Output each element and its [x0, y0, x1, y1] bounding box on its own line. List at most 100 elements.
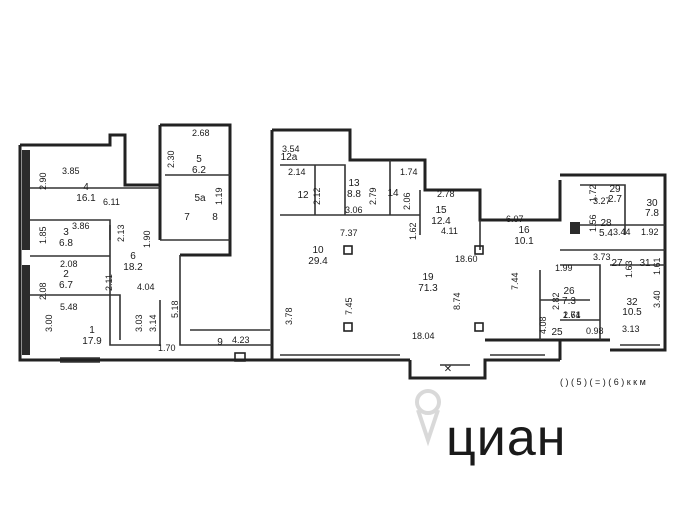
room-1-number: 1 [89, 325, 95, 336]
room-32-area: 10.5 [622, 307, 642, 318]
room-30-number: 30 [646, 198, 658, 209]
corner-note: ( ) ( 5 ) ( = ) ( 6 ) к к м [560, 377, 646, 387]
dimension-label: 6.07 [506, 214, 524, 224]
dimension-label: 3.73 [593, 252, 611, 262]
dimension-label: 3.44 [613, 227, 631, 237]
room-labels: 4 16.1 3 6.8 2 6.7 1 17.9 5 6.2 5a 6 18.… [59, 152, 659, 348]
dimension-label: 1.92 [641, 227, 659, 237]
room-29-number: 29 [609, 184, 621, 195]
stair-hatch [570, 222, 580, 234]
room-15-area: 12.4 [431, 216, 451, 227]
room-25-number: 25 [551, 327, 563, 338]
dimension-label: 2.12 [312, 187, 322, 205]
room-10-number: 10 [312, 245, 324, 256]
dimension-label: 2.68 [192, 128, 210, 138]
dimension-label: 3.85 [62, 166, 80, 176]
dimension-label: 18.60 [455, 254, 478, 264]
dimension-label: 1.70 [158, 343, 176, 353]
room-3-area: 6.8 [59, 238, 73, 249]
dimension-label: 3.78 [284, 307, 294, 325]
dimension-label: 6.11 [103, 197, 120, 207]
room-15-number: 15 [435, 205, 447, 216]
dimension-label: 3.03 [134, 314, 144, 332]
dimension-label: 0.98 [586, 326, 604, 336]
dimension-label: 2.82 [551, 292, 561, 310]
dimension-label: 3.14 [148, 314, 158, 332]
room-30-area: 7.8 [645, 208, 659, 219]
room-2-number: 2 [63, 269, 69, 280]
dimension-label: 2.90 [38, 172, 48, 190]
watermark: циан [415, 389, 566, 467]
svg-text:✕: ✕ [444, 364, 452, 375]
dimension-label: 3.40 [652, 290, 662, 308]
dimension-label: 2.79 [368, 187, 378, 205]
dimension-labels: 3.85 6.11 3.86 2.08 5.48 4.04 1.70 2.68 … [60, 128, 659, 353]
dimension-label: 2.08 [38, 282, 48, 300]
room-4-number: 4 [83, 182, 89, 193]
dimension-label: 1.56 [588, 214, 598, 232]
room-16-area: 10.1 [514, 236, 534, 247]
room-8-number: 8 [212, 212, 218, 223]
dimension-label: 3.13 [622, 324, 640, 334]
dimension-label: 1.90 [142, 230, 152, 248]
dimension-label: 18.04 [412, 331, 435, 341]
room-29-area: 2.7 [608, 194, 622, 205]
room-26-number: 26 [563, 286, 575, 297]
dimension-label: 1.61 [652, 257, 662, 275]
room-5-area: 6.2 [192, 165, 206, 176]
dimension-label: 1.62 [408, 222, 418, 240]
room-16-number: 16 [518, 225, 530, 236]
dimension-label: 2.14 [288, 167, 306, 177]
room-12a-number: 12a [281, 152, 298, 163]
room-2-area: 6.7 [59, 280, 73, 291]
interior-walls [30, 160, 665, 346]
room-31-number: 31 [639, 258, 651, 269]
room-4-area: 16.1 [76, 193, 96, 204]
room-1-area: 17.9 [82, 336, 102, 347]
entrance-marker-icon: ✕ [444, 364, 452, 375]
room-10-area: 29.4 [308, 256, 328, 267]
dimension-label: 5.48 [60, 302, 78, 312]
dimension-label: 2.08 [60, 259, 78, 269]
room-13-number: 13 [348, 178, 360, 189]
room-19-area: 71.3 [418, 283, 438, 294]
room-5-number: 5 [196, 154, 202, 165]
dimension-label: 3.86 [72, 221, 90, 231]
dimension-label: 1.19 [214, 187, 224, 205]
columns [234, 245, 484, 362]
dimension-label: 4.23 [232, 335, 250, 345]
room-26-area: 7.3 [562, 296, 576, 307]
dimension-label: 2.06 [402, 192, 412, 210]
map-pin-icon [415, 389, 441, 447]
dimension-label: 2.30 [166, 150, 176, 168]
dimension-label: 8.74 [452, 292, 462, 310]
room-14-number: 14 [387, 188, 399, 199]
dimension-label: 1.72 [588, 184, 598, 202]
dimension-label: 7.44 [510, 272, 520, 290]
dimension-label: 4.04 [137, 282, 155, 292]
dimension-label: 2.78 [437, 189, 455, 199]
room-5a-number: 5a [194, 193, 206, 204]
dimension-label: 1.74 [400, 167, 418, 177]
dimension-label: 3.06 [345, 205, 363, 215]
room-3-number: 3 [63, 227, 69, 238]
room-19-number: 19 [422, 272, 434, 283]
dimension-label: 3.27 [593, 196, 611, 206]
windows [60, 344, 660, 366]
dimension-label: 5.18 [170, 300, 180, 318]
wall-hatch-upper [22, 150, 30, 250]
dimension-label: 4.11 [441, 226, 458, 236]
room-13-area: 8.8 [347, 189, 361, 200]
dimension-label: 1.61 [563, 310, 581, 320]
dimension-label: 4.08 [538, 316, 548, 334]
watermark-text: циан [446, 409, 566, 467]
dimension-label: 3.00 [44, 314, 54, 332]
dimension-label: 1.99 [555, 263, 573, 273]
dimension-label: 2.11 [104, 274, 114, 291]
room-9-number: 9 [217, 337, 223, 348]
dimension-label: 2.74 [563, 310, 581, 320]
dimension-label: 2.13 [116, 224, 126, 242]
room-7-number: 7 [184, 212, 190, 223]
room-28-number: 28 [600, 218, 612, 229]
